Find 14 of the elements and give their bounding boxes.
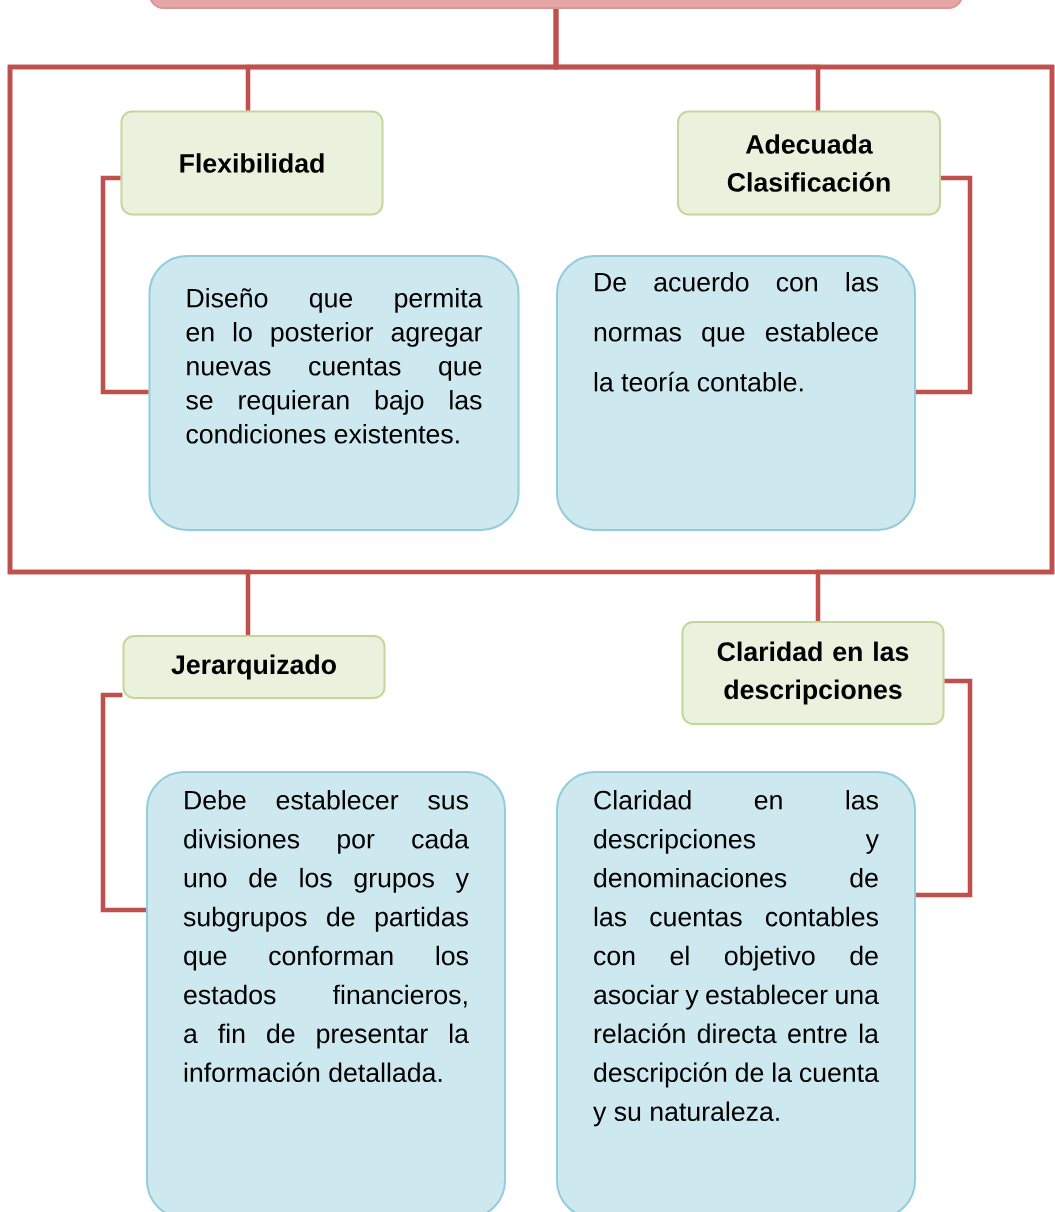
connector-line bbox=[553, 9, 1055, 621]
description-box: De acuerdo con las normas que establece la teoría contable. bbox=[556, 255, 916, 531]
title-box bbox=[149, 0, 963, 9]
heading-box: Flexibilidad bbox=[120, 110, 384, 216]
connector-line bbox=[100, 692, 146, 913]
connector-line bbox=[100, 175, 149, 395]
heading-box: Claridad en las descripciones bbox=[681, 621, 945, 725]
description-box: Diseño que permita en lo posterior agregar nuevas cuentas que se requieran bajo las condiciones existentes. bbox=[148, 255, 520, 531]
heading-box: Adecuada Clasificación bbox=[677, 110, 941, 216]
connector-line bbox=[916, 175, 973, 395]
description-box: Claridad en las descripciones y denominaciones de las cuentas contables con el objetivo de asociar y establecer una relación directa entre la descripción de la cuenta y su naturaleza. bbox=[556, 771, 916, 1212]
description-box: Debe establecer sus divisiones por cada uno de los grupos y subgrupos de partidas que conforman los estados financieros, a fin de presentar la información detallada. bbox=[146, 771, 506, 1212]
heading-box: Jerarquizado bbox=[122, 635, 386, 699]
connector-line bbox=[916, 678, 973, 898]
